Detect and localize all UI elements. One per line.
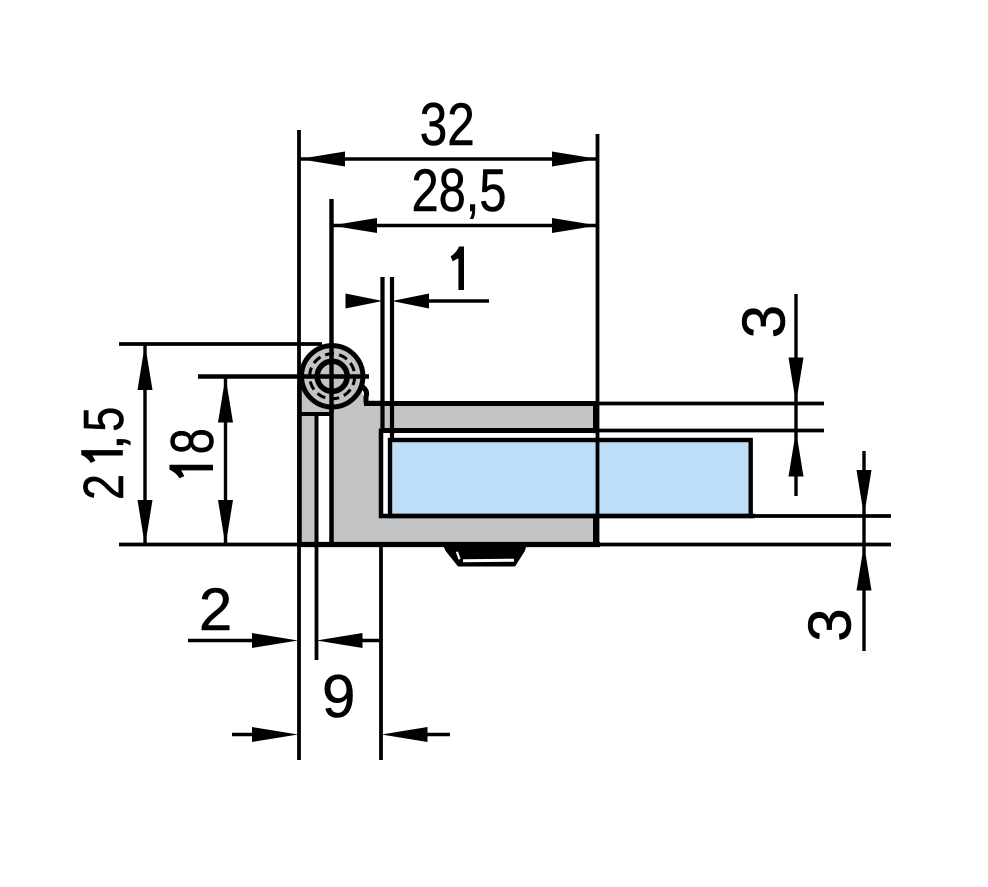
- svg-text:9: 9: [322, 663, 355, 730]
- svg-text:32: 32: [420, 91, 475, 158]
- svg-text:3: 3: [797, 608, 864, 641]
- svg-text:3: 3: [731, 305, 798, 338]
- svg-text:,: ,: [72, 434, 136, 450]
- svg-text:2: 2: [72, 474, 136, 500]
- svg-text:8: 8: [159, 428, 226, 454]
- svg-text:2: 2: [199, 576, 232, 643]
- svg-text:5: 5: [72, 407, 136, 432]
- svg-text:28,5: 28,5: [412, 157, 507, 224]
